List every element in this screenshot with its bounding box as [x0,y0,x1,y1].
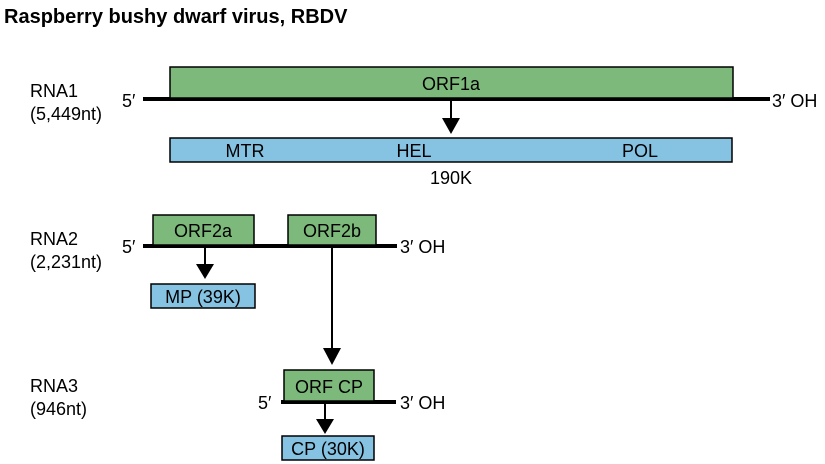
rna2-three-prime: 3′ OH [400,237,445,257]
rna1-segment: RNA1 (5,449nt) 5′ ORF1a 3′ OH MTR HEL PO… [30,66,817,188]
rna3-length: (946nt) [30,399,87,419]
rna3-segment: RNA3 (946nt) 5′ ORF CP 3′ OH CP (30K) [30,369,445,461]
rna1-arrow-head [442,118,460,134]
rna2-segment: RNA2 (2,231nt) 5′ ORF2a ORF2b 3′ OH MP (… [30,214,445,365]
rna2-orf2b-arrow-head [323,348,341,365]
rna1-domain-hel: HEL [396,141,431,161]
rna2-five-prime: 5′ [122,237,136,257]
rna1-orf1a-box [169,66,734,99]
rna2-orf2a-arrow-head [196,264,214,279]
rna3-orfcp-label: ORF CP [295,377,363,397]
rna3-product-label: CP (30K) [291,439,365,459]
rna3-five-prime: 5′ [258,393,272,413]
rna3-arrow-head [316,419,334,434]
rna1-domain-pol: POL [622,141,658,161]
rna3-product-box [281,435,375,461]
rna2-product-box [150,283,256,309]
rna1-label: RNA1 [30,81,78,101]
rna3-three-prime: 3′ OH [400,393,445,413]
rna2-orf2b-label: ORF2b [303,221,361,241]
rna2-product-label: MP (39K) [165,287,241,307]
rna2-orf2a-label: ORF2a [174,221,233,241]
rna1-length: (5,449nt) [30,104,102,124]
rna2-orf2a-box [152,214,255,246]
rna1-product-box [169,137,733,163]
rna1-five-prime: 5′ [122,91,136,111]
rna2-orf2b-box [287,214,377,246]
rna2-label: RNA2 [30,229,78,249]
rna3-orfcp-box [283,369,375,402]
rna1-product-label: 190K [430,168,472,188]
rna1-three-prime: 3′ OH [772,91,817,111]
rna1-orf1a-label: ORF1a [422,74,481,94]
rna2-length: (2,231nt) [30,252,102,272]
rna3-label: RNA3 [30,376,78,396]
rna1-domain-mtr: MTR [226,141,265,161]
diagram-title: Raspberry bushy dwarf virus, RBDV [4,6,348,28]
